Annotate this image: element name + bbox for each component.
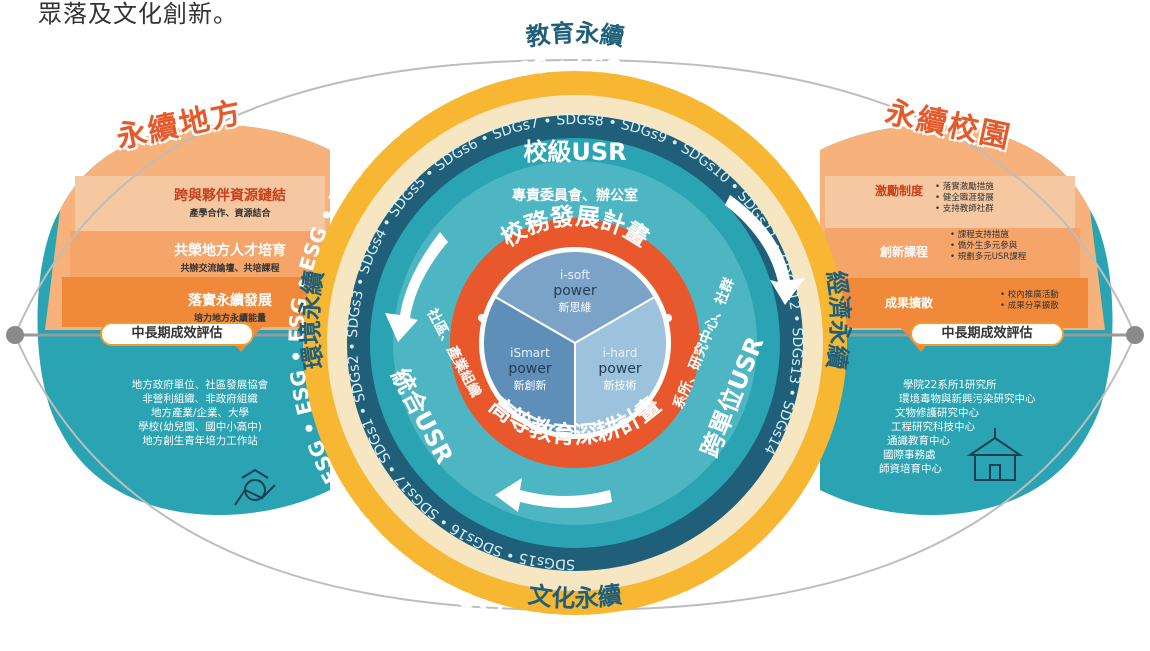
right-list-item: 學院22系所1研究所 bbox=[903, 379, 997, 391]
right-panel-background bbox=[820, 125, 1113, 515]
left-eval-label: 中長期成效評估 bbox=[100, 322, 254, 346]
right-row-2-bullets: • 課程支持措施 • 僑外生多元參與 • 規劃多元USR課程 bbox=[950, 230, 1026, 263]
plan-ring-dot-left bbox=[478, 314, 486, 322]
left-partner-list: 地方政府單位、社區發展協會 非營利組織、非政府組織 地方產業/企業、大學 學校(… bbox=[80, 378, 320, 448]
bullet: • 課程支持措施 bbox=[950, 230, 1009, 240]
right-axis-end bbox=[1126, 326, 1144, 344]
right-unit-list: 學院22系所1研究所 環境毒物與新興污染研究中心 文物修護研究中心 工程研究科技… bbox=[875, 378, 1095, 476]
right-list-item: 工程研究科技中心 bbox=[891, 421, 975, 433]
core-segment-zh: 新思維 bbox=[559, 300, 592, 314]
right-row-3-bullets: • 校內推廣活動 • 成果分享擴散 bbox=[1000, 290, 1059, 312]
right-row-1-label: 激勵制度 bbox=[875, 184, 924, 198]
cycle-arrows bbox=[385, 195, 805, 512]
usr-top-title: 校級USR bbox=[523, 138, 626, 166]
core-segment-en: i-hard bbox=[603, 346, 638, 360]
bullet: • 成果分享擴散 bbox=[1000, 301, 1059, 311]
core-segment-power: power bbox=[553, 283, 597, 299]
left-item-3-title: 落實永續發展 bbox=[188, 293, 272, 309]
left-item-2-sub: 共辦交流論壇、共培課程 bbox=[180, 264, 280, 274]
core-segment bbox=[574, 295, 668, 437]
core-segment bbox=[493, 250, 657, 345]
right-list-item: 國際事務處 bbox=[883, 449, 936, 461]
core-segment-zh: 新技術 bbox=[604, 378, 637, 392]
left-item-3-sub: 培力地方永續能量 bbox=[193, 314, 266, 324]
left-list-item: 學校(幼兒園、國中小高中) bbox=[138, 421, 262, 433]
left-item-1-title: 跨與夥伴資源鏈結 bbox=[174, 188, 286, 204]
right-row-1-bullets: • 落實激勵措施 • 健全職涯發展 • 支持教師社群 bbox=[935, 182, 994, 215]
core-segment bbox=[482, 295, 576, 437]
right-row-2-label: 創新課程 bbox=[880, 245, 929, 259]
right-list-item: 文物修護研究中心 bbox=[895, 407, 979, 419]
usr-top-sub: 專責委員會、辦公室 bbox=[512, 187, 638, 204]
pillar-top: 教育永續 bbox=[524, 19, 626, 52]
core-pie: i-softpower新思維i-hardpower新技術iSmartpower新… bbox=[482, 250, 668, 437]
right-list-item: 師資培育中心 bbox=[879, 463, 942, 475]
right-list-item: 通識教育中心 bbox=[887, 435, 950, 447]
hands-icon bbox=[234, 468, 276, 506]
core-segment-power: power bbox=[598, 361, 642, 377]
core-segment-power: power bbox=[508, 361, 552, 377]
left-list-item: 非營利組織、非政府組織 bbox=[142, 393, 258, 405]
core-segment-en: i-soft bbox=[560, 268, 590, 282]
school-icon bbox=[966, 428, 1024, 481]
bullet: • 校內推廣活動 bbox=[1000, 290, 1059, 300]
bullet: • 落實激勵措施 bbox=[935, 182, 994, 192]
right-list-item: 環境毒物與新興污染研究中心 bbox=[899, 393, 1036, 405]
core-segment-zh: 新創新 bbox=[513, 378, 546, 392]
left-list-item: 地方產業/企業、大學 bbox=[150, 407, 250, 419]
core-segment-en: iSmart bbox=[510, 346, 550, 360]
left-axis-end bbox=[6, 326, 24, 344]
bullet: • 健全職涯發展 bbox=[935, 193, 994, 203]
left-list-item: 地方創生青年培力工作站 bbox=[142, 435, 258, 447]
right-row-3-label: 成果擴散 bbox=[885, 296, 934, 310]
right-eval-label: 中長期成效評估 bbox=[910, 322, 1064, 346]
bullet: • 僑外生多元參與 bbox=[950, 241, 1018, 251]
left-panel-background bbox=[37, 125, 330, 515]
bullet: • 支持教師社群 bbox=[935, 204, 994, 214]
left-list-item: 地方政府單位、社區發展協會 bbox=[131, 379, 269, 391]
left-item-1-sub: 產學合作、資源結合 bbox=[189, 209, 271, 219]
top-caption: 眾落及文化創新。 bbox=[38, 0, 238, 28]
plan-ring-dot-right bbox=[664, 314, 672, 322]
left-item-2-title: 共榮地方人才培育 bbox=[174, 243, 286, 259]
connector-arcs bbox=[14, 59, 1136, 611]
bullet: • 規劃多元USR課程 bbox=[950, 252, 1027, 262]
